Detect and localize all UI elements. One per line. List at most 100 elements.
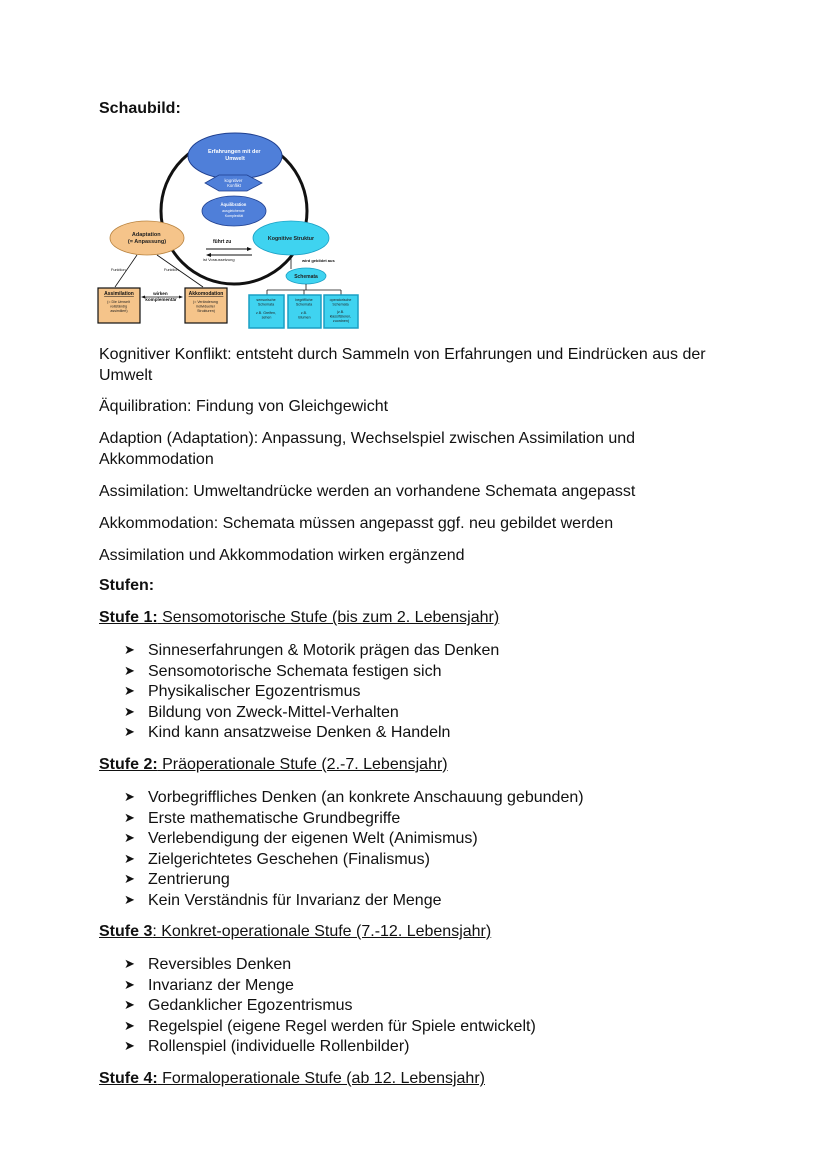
list-item: ➤Physikalischer Egozentrismus (124, 682, 499, 703)
function-left-label: Funktion (111, 268, 126, 272)
list-item: ➤Sinneserfahrungen & Motorik prägen das … (124, 641, 499, 662)
complementary-line-1: wirken (152, 291, 168, 296)
schemata-node: Schemata (285, 267, 327, 285)
definition-ergaenzend: Assimilation und Akkommodation wirken er… (99, 547, 465, 564)
stage-2-list: ➤Vorbegriffliches Denken (an konkrete An… (124, 788, 584, 911)
arrow-bullet-icon: ➤ (124, 663, 135, 679)
arrow-bullet-icon: ➤ (124, 831, 135, 846)
stage-4-label: Stufe 4: (99, 1070, 158, 1087)
definition-aequilibration: Äquilibration: Findung von Gleichgewicht (99, 398, 389, 415)
schema-box-sensorisch: sensorische Schemata z.B. Greifen, sehen (248, 294, 285, 329)
arrow-bullet-icon: ➤ (124, 810, 135, 826)
equilibration-line-3: Komplexität (225, 214, 243, 218)
list-item: ➤Gedanklicher Egozentrismus (124, 996, 536, 1017)
svg-text:Erfahrungen mit der: Erfahrungen mit der Umwelt (208, 149, 262, 162)
svg-text:Adaptation (= Anpass: Adaptation (= Anpassung) (128, 232, 166, 245)
stage-3-heading: Stufe 3: Konkret-operationale Stufe (7.-… (99, 923, 491, 941)
prerequisite-arrowhead (206, 253, 211, 257)
svg-text:(= Veränderung indiv: (= Veränderung individueller Strukturen) (193, 300, 219, 313)
leads-to-arrowhead (247, 247, 252, 251)
prerequisite-label: ist Voraussetzung (203, 257, 235, 262)
schema-box-operatorisch: operatorische Schemata (z.B. klassifizie… (323, 294, 359, 329)
list-item: ➤Invarianz der Menge (124, 976, 536, 997)
list-item: ➤Reversibles Denken (124, 955, 536, 976)
conflict-node: kognitiver Konflikt (204, 174, 263, 192)
arrow-bullet-icon: ➤ (124, 957, 135, 972)
experience-line-1: Erfahrungen mit der (208, 149, 261, 155)
conflict-line-1: kognitiver (224, 178, 243, 183)
definition-akkommodation: Akkommodation: Schemata müssen angepasst… (99, 515, 614, 532)
stage-4-title: Formaloperationale Stufe (ab 12. Lebensj… (157, 1070, 485, 1087)
arrow-bullet-icon: ➤ (124, 684, 135, 699)
arrow-bullet-icon: ➤ (124, 851, 135, 867)
equilibration-line-2: ausgleichende (222, 209, 245, 213)
svg-text:Akkomodation: Akkomodation (189, 291, 224, 297)
arrow-bullet-icon: ➤ (124, 704, 135, 720)
accommodation-box: Akkomodation (= Veränderung individuelle… (184, 287, 228, 324)
leads-to-label: führt zu (213, 239, 231, 245)
stufen-heading: Stufen: (99, 577, 155, 594)
list-item: ➤Sensomotorische Schemata festigen sich (124, 662, 499, 683)
list-item: ➤Kind kann ansatzweise Denken & Handeln (124, 723, 499, 744)
adaptation-line-2: (= Anpassung) (128, 239, 166, 245)
piaget-diagram: Erfahrungen mit der Umwelt kognitiver Ko… (97, 131, 362, 333)
equilibration-line-1: Äquilibration (221, 202, 247, 207)
stage-3-title: : Konkret-operationale Stufe (7.-12. Leb… (152, 923, 492, 940)
arrow-bullet-icon: ➤ (124, 725, 135, 740)
list-item: ➤Zielgerichtetes Geschehen (Finalismus) (124, 850, 584, 871)
svg-text:Äquilibration ausgle: Äquilibration ausgleichende Komplexität (221, 202, 248, 218)
stage-1-title: Sensomotorische Stufe (bis zum 2. Lebens… (157, 609, 500, 626)
schaubild-heading: Schaubild: (99, 100, 181, 117)
arrow-bullet-icon: ➤ (124, 872, 135, 887)
list-item: ➤Erste mathematische Grundbegriffe (124, 809, 584, 830)
svg-text:begriffliche Schemat: begriffliche Schemata z.B. Blumen (295, 298, 313, 320)
stage-1-heading: Stufe 1: Sensomotorische Stufe (bis zum … (99, 609, 499, 627)
equilibration-node: Äquilibration ausgleichende Komplexität (201, 195, 267, 227)
svg-text:wirken komplementär: wirken komplementär (145, 291, 177, 302)
experience-line-2: Umwelt (225, 156, 245, 162)
list-item: ➤Regelspiel (eigene Regel werden für Spi… (124, 1017, 536, 1038)
schema-box-begrifflich: begriffliche Schemata z.B. Blumen (287, 294, 322, 329)
arrow-bullet-icon: ➤ (124, 1018, 135, 1034)
list-item: ➤Verlebendigung der eigenen Welt (Animis… (124, 829, 584, 850)
arrow-bullet-icon: ➤ (124, 892, 135, 908)
stage-2-heading: Stufe 2: Präoperationale Stufe (2.-7. Le… (99, 756, 448, 774)
svg-text:Assimilation: Assimilation (104, 291, 134, 297)
svg-text:kognitiver Konflikt: kognitiver Konflikt (224, 178, 243, 188)
stage-2-label: Stufe 2: (99, 756, 158, 773)
stage-3-list: ➤Reversibles Denken ➤Invarianz der Menge… (124, 955, 536, 1058)
assimilation-box: Assimilation (= Die Umwelt vollständig a… (97, 287, 141, 324)
formed-from-label: wird gebildet aus (301, 258, 335, 263)
stage-4-heading: Stufe 4: Formaloperationale Stufe (ab 12… (99, 1070, 485, 1088)
arrow-bullet-icon: ➤ (124, 998, 135, 1013)
stage-1-label: Stufe 1: (99, 609, 158, 626)
list-item: ➤Rollenspiel (individuelle Rollenbilder) (124, 1037, 536, 1058)
conflict-line-2: Konflikt (227, 183, 242, 188)
arrow-bullet-icon: ➤ (124, 643, 135, 658)
cognitive-structure-node: Kognitive Struktur (252, 220, 330, 256)
svg-text:(= Die Umwelt vollst: (= Die Umwelt vollständig assimiliert) (107, 300, 131, 313)
adaptation-line-1: Adaptation (132, 232, 161, 238)
definition-kognitiver-konflikt: Kognitiver Konflikt: entsteht durch Samm… (99, 346, 706, 384)
definition-assimilation: Assimilation: Umweltandrücke werden an v… (99, 483, 636, 500)
list-item: ➤Vorbegriffliches Denken (an konkrete An… (124, 788, 584, 809)
list-item: ➤Zentrierung (124, 870, 584, 891)
svg-text:sensorische Schemata: sensorische Schemata z.B. Greifen, sehen (256, 298, 277, 320)
arrow-bullet-icon: ➤ (124, 790, 135, 805)
svg-text:operatorische Schema: operatorische Schemata (z.B. klassifizie… (330, 298, 353, 323)
list-item: ➤Bildung von Zweck-Mittel-Verhalten (124, 703, 499, 724)
stage-2-title: Präoperationale Stufe (2.-7. Lebensjahr) (157, 756, 448, 773)
cognitive-structure-label: Kognitive Struktur (268, 236, 314, 242)
arrow-bullet-icon: ➤ (124, 977, 135, 993)
complementary-line-2: komplementär (145, 297, 177, 302)
stage-3-label: Stufe 3 (99, 923, 153, 940)
definition-adaption: Adaption (Adaptation): Anpassung, Wechse… (99, 430, 636, 468)
schemata-label: Schemata (294, 274, 318, 280)
experience-node: Erfahrungen mit der Umwelt (187, 132, 283, 180)
stage-1-list: ➤Sinneserfahrungen & Motorik prägen das … (124, 641, 499, 744)
list-item: ➤Kein Verständnis für Invarianz der Meng… (124, 891, 584, 912)
arrow-bullet-icon: ➤ (124, 1039, 135, 1054)
adaptation-node: Adaptation (= Anpassung) (109, 220, 185, 256)
function-right-label: Funktion (164, 268, 179, 272)
